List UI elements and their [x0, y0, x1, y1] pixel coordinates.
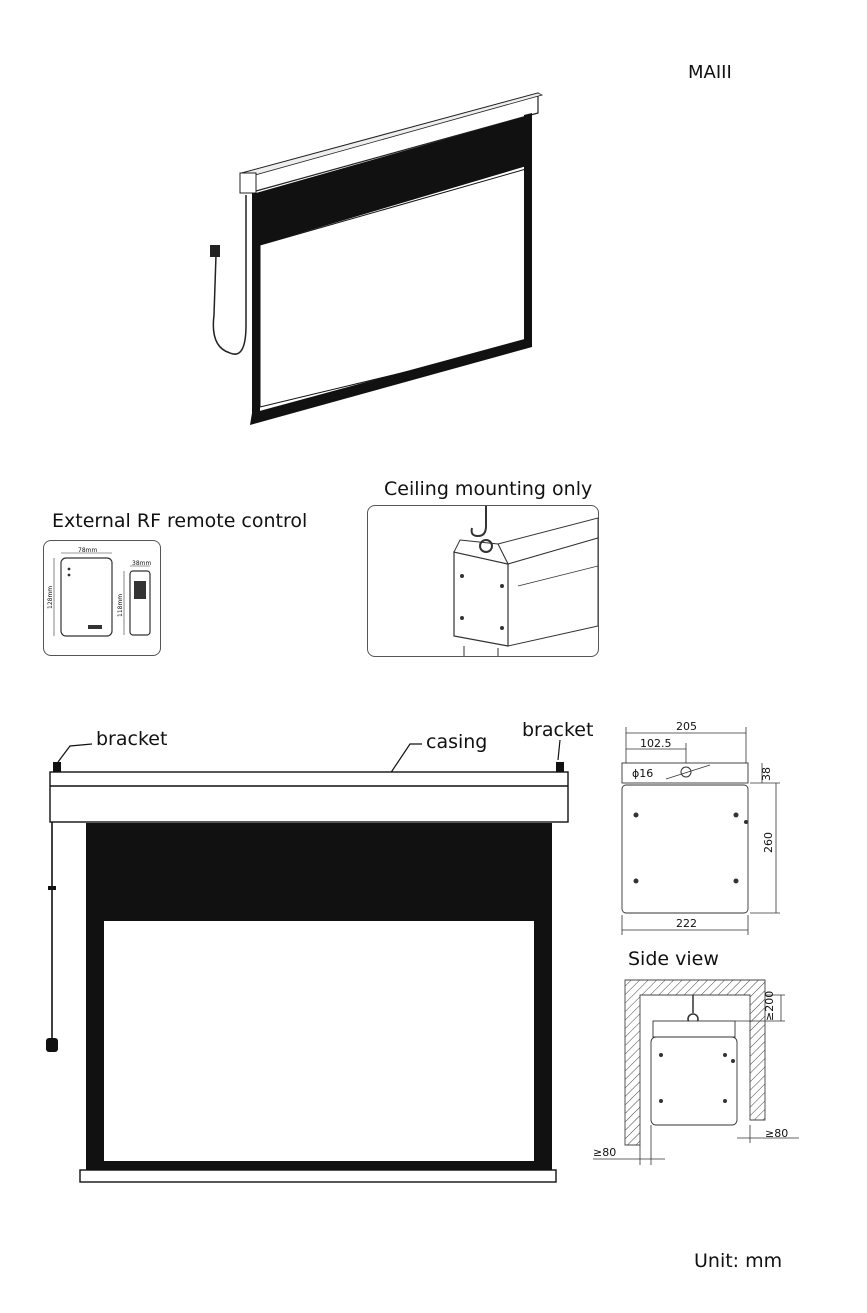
end-view-drawing: 205 102.5 ϕ16 38 260 222 [621, 720, 780, 935]
remote-control-box: 78mm 128mm 38mm 118mm [43, 540, 161, 656]
ceiling-mount-drawing [453, 506, 598, 656]
remote-height-label: 128mm [47, 586, 54, 609]
bracket-right-label: bracket [522, 719, 594, 741]
side-view-title: Side view [628, 948, 719, 970]
screen-isometric-illustration [210, 92, 544, 425]
casing-label: casing [426, 731, 488, 753]
dim-half-width: 102.5 [640, 737, 672, 750]
dim-height: 260 [762, 832, 775, 853]
unit-label: Unit: mm [694, 1250, 783, 1272]
remote-title: External RF remote control [52, 510, 308, 532]
remote-small-width-label: 38mm [132, 560, 151, 567]
dim-hole: ϕ16 [632, 767, 653, 780]
bracket-left-label: bracket [96, 728, 168, 750]
dim-width-bottom: 222 [676, 917, 697, 930]
dim-top-height: 38 [760, 767, 773, 781]
model-label: MAIII [688, 62, 732, 83]
remote-control-drawing: 78mm 128mm 38mm 118mm [47, 547, 151, 637]
clearance-top-label: ≥200 [763, 991, 776, 1021]
clearance-right-label: ≥80 [765, 1127, 788, 1140]
ceiling-mount-box [367, 505, 599, 657]
front-view-drawing [46, 739, 569, 1183]
remote-width-label: 78mm [78, 547, 97, 554]
remote-small-height-label: 118mm [117, 594, 124, 617]
side-view-drawing: ≥200 ≥80 ≥80 [593, 979, 799, 1165]
dim-width-top: 205 [676, 720, 697, 733]
clearance-left-label: ≥80 [593, 1146, 616, 1159]
mounting-title: Ceiling mounting only [384, 478, 593, 500]
